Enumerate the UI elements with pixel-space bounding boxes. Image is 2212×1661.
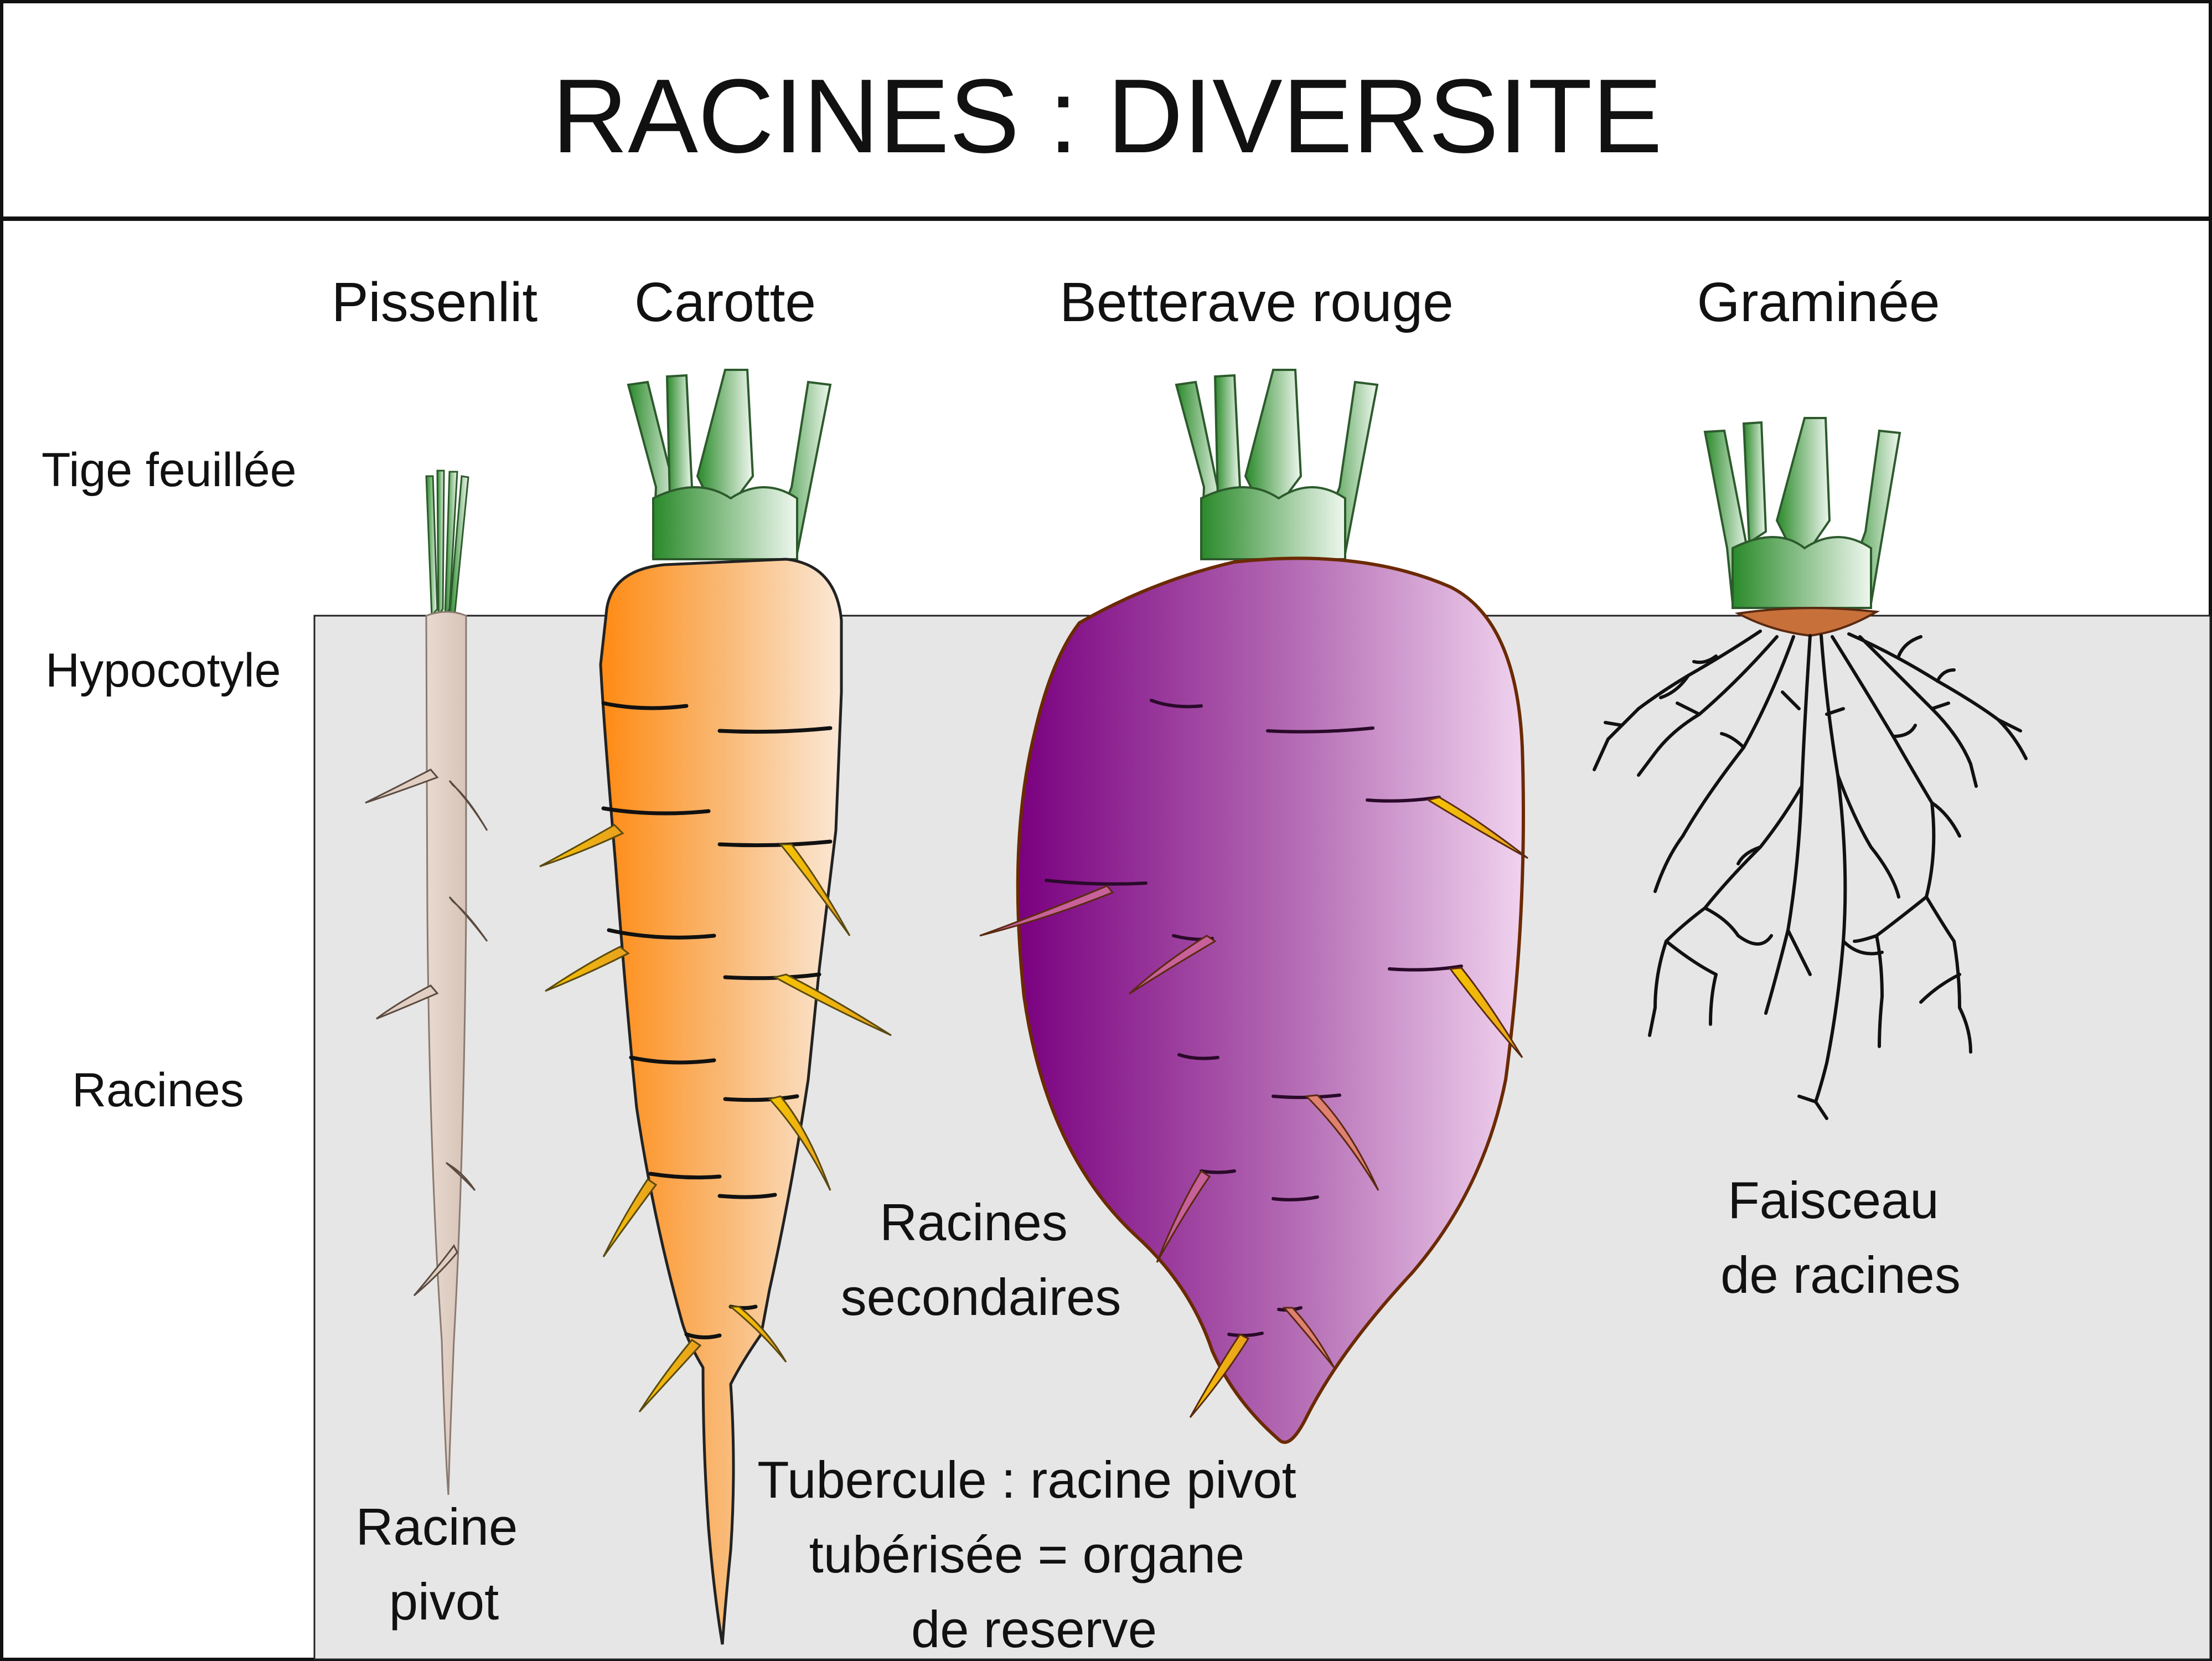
annotation-secondary-line2: secondaires [841, 1268, 1121, 1326]
annotation-tuber-line3: de reserve [911, 1600, 1157, 1658]
annotation-secondary-line1: Racines [880, 1193, 1068, 1251]
annotation-root-bundle: Faisceau de racines [1720, 1171, 1961, 1304]
grass-fibrous-roots [1593, 630, 2028, 1120]
annotation-tuber-line2: tubérisée = organe [809, 1525, 1245, 1583]
grass-crown [1734, 607, 1880, 637]
plant-label-dandelion: Pissenlit [332, 271, 538, 333]
carrot-rootlets [539, 824, 892, 1413]
dandelion-rootlets [365, 768, 488, 1297]
annotation-tuber: Tubercule : racine pivot tubérisée = org… [757, 1451, 1311, 1658]
beet-rootlets [979, 796, 1528, 1418]
annotation-tuber-line1: Tubercule : racine pivot [757, 1451, 1296, 1509]
carrot-rings [601, 701, 833, 1339]
part-label-roots: Racines [72, 1064, 244, 1117]
annotation-bundle-line1: Faisceau [1728, 1171, 1939, 1229]
carrot-taproot [599, 558, 843, 1645]
beet-leaves [1175, 369, 1379, 560]
carrot-plant [539, 369, 892, 1645]
annotation-taproot: Racine pivot [356, 1498, 533, 1631]
grass-leaves [1703, 417, 1901, 609]
carrot-leaves [627, 369, 832, 560]
page-title: RACINES : DIVERSITE [552, 58, 1662, 175]
plant-label-beet: Betterave rouge [1060, 271, 1454, 333]
grass-plant [1593, 417, 2028, 1120]
part-label-leafy-stem: Tige feuillée [42, 443, 297, 497]
beet-tuber [1016, 556, 1525, 1444]
dandelion-leaves [425, 470, 469, 619]
annotation-taproot-line2: pivot [389, 1572, 499, 1631]
annotation-secondary-roots: Racines secondaires [841, 1193, 1121, 1326]
plant-label-carrot: Carotte [634, 271, 816, 333]
part-label-hypocotyl: Hypocotyle [45, 644, 281, 697]
annotation-bundle-line2: de racines [1720, 1246, 1961, 1304]
dandelion-taproot [425, 611, 467, 1495]
annotation-taproot-line1: Racine [356, 1498, 518, 1556]
dandelion-plant [365, 470, 488, 1495]
beet-plant [979, 369, 1528, 1444]
plant-label-grass: Graminée [1697, 271, 1940, 333]
